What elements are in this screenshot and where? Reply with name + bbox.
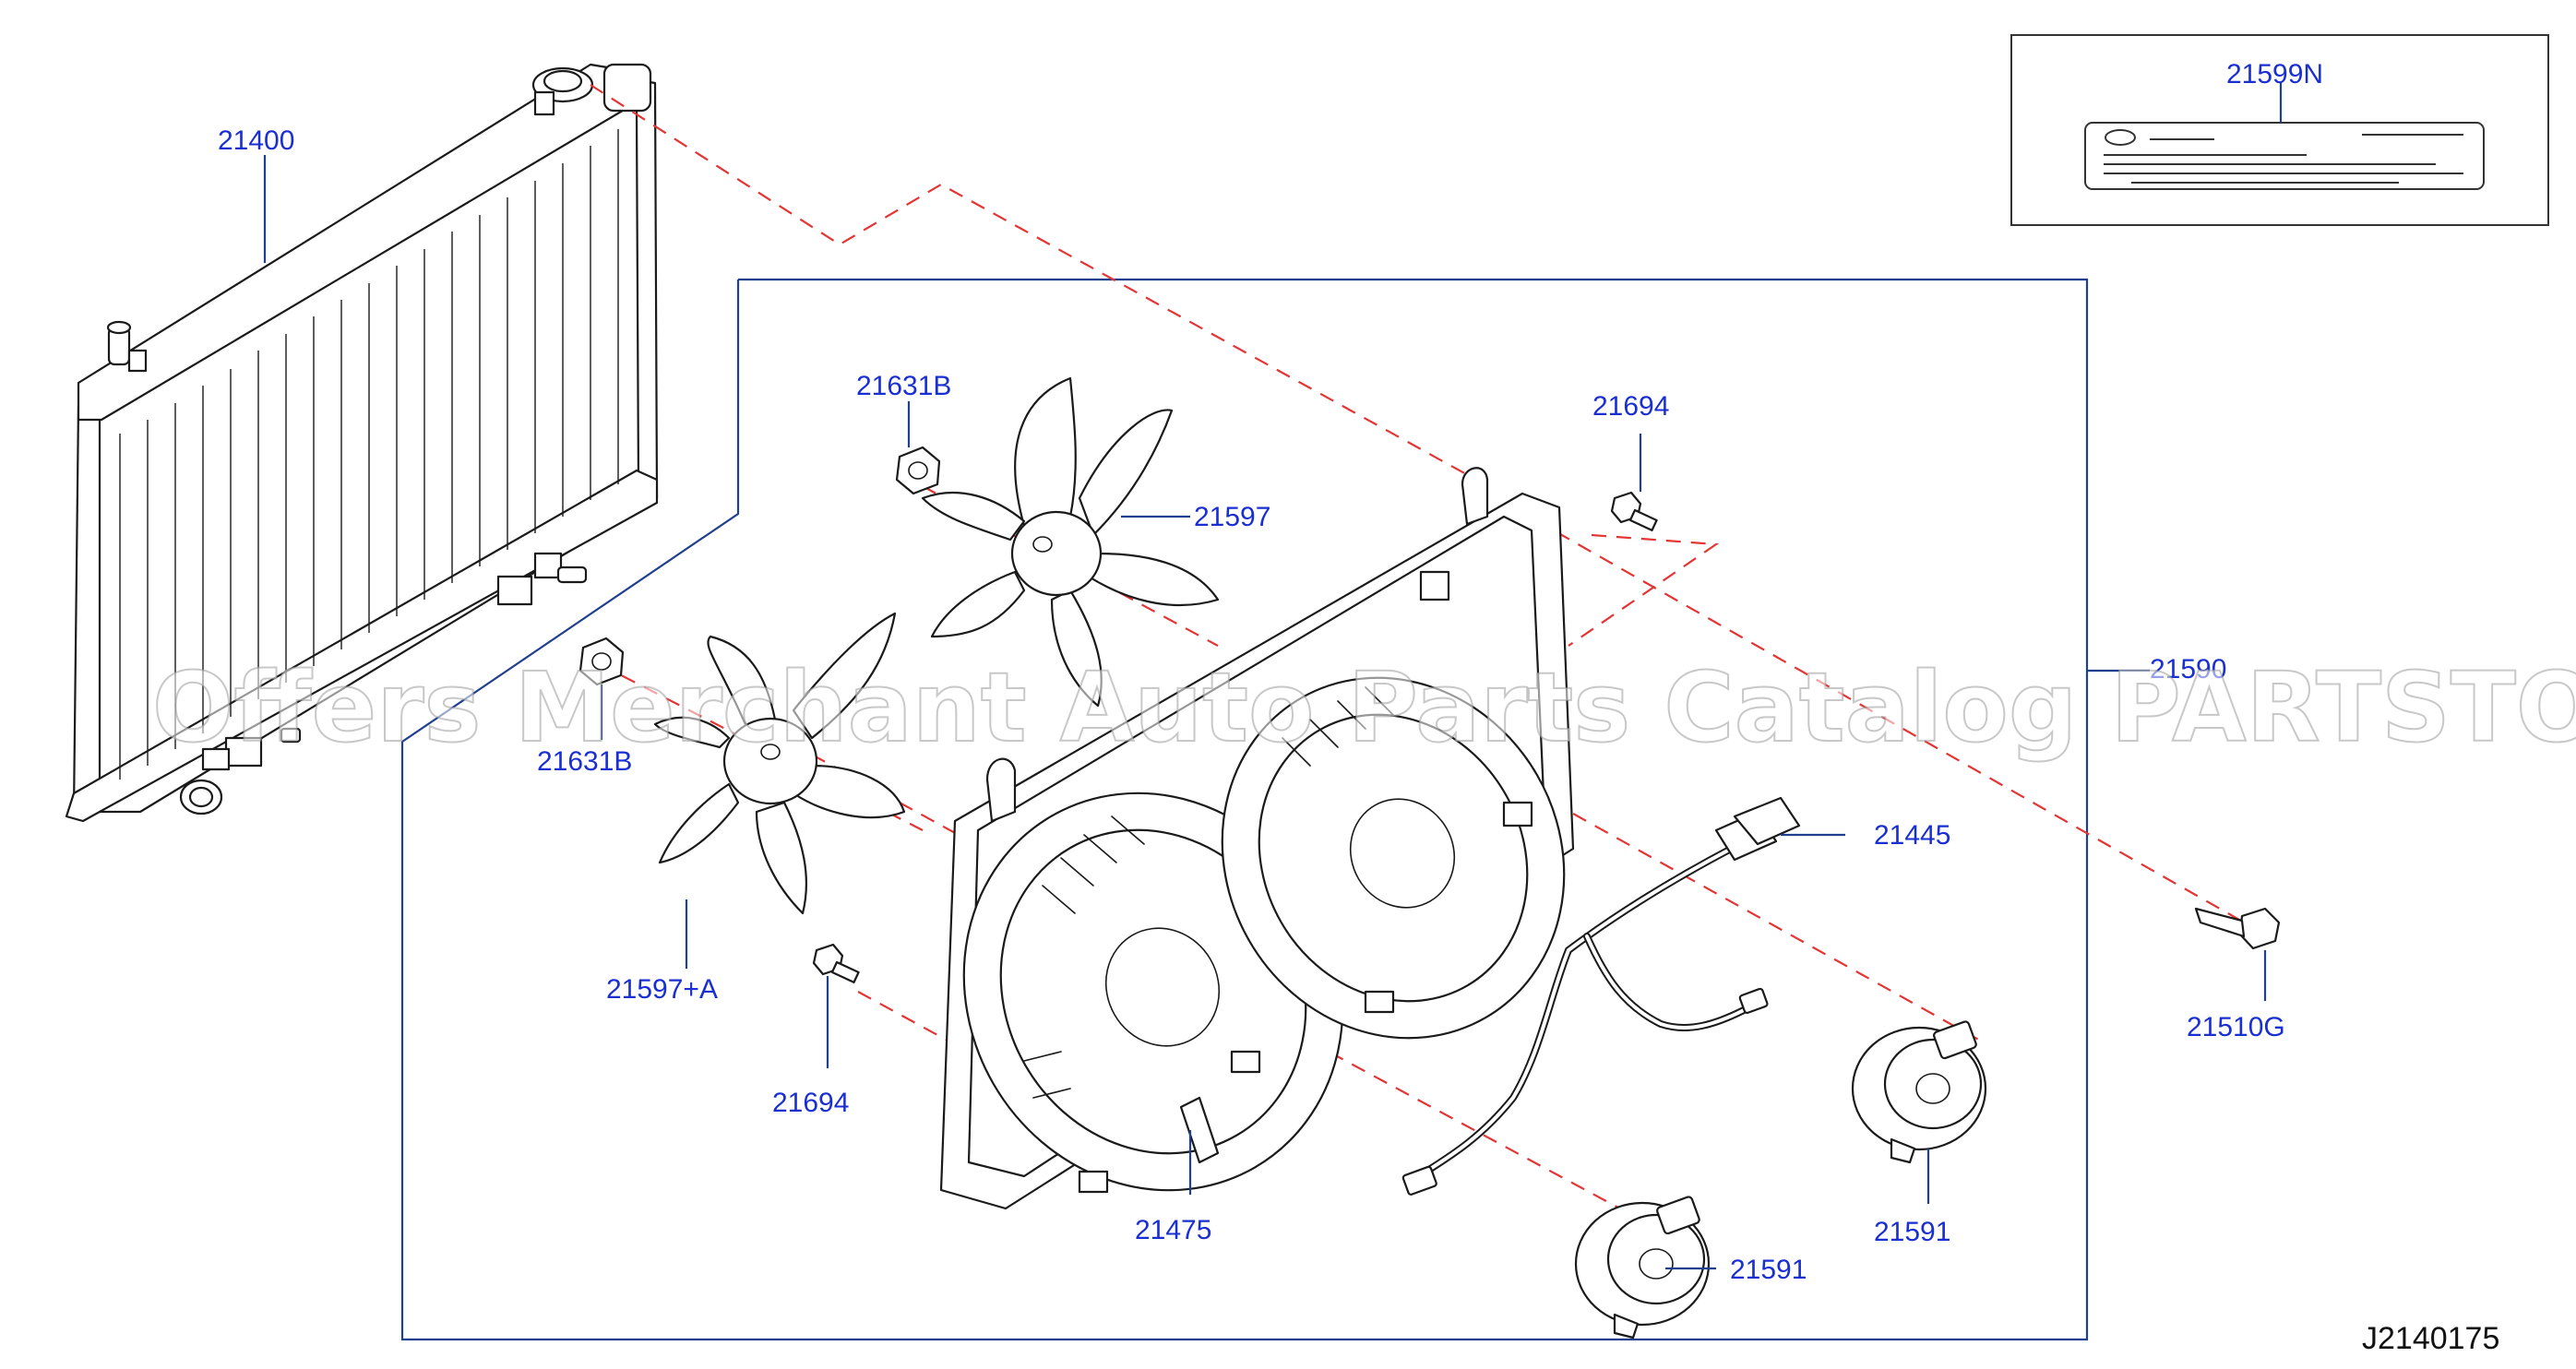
callout-21694-upper: 21694 <box>1592 391 1669 422</box>
fan-blade-upper <box>921 376 1220 708</box>
watermark: Offers Merchant Auto Parts Catalog PARTS… <box>152 651 2576 764</box>
nut-upper <box>895 446 941 495</box>
callout-21597a-lower: 21597+A <box>606 974 718 1005</box>
diagram-code: J2140175 <box>2362 1321 2499 1356</box>
callout-21475: 21475 <box>1135 1215 1211 1245</box>
callout-21631b-upper: 21631B <box>856 371 951 401</box>
leader-lines <box>263 82 2283 1270</box>
fan-motor-bottom <box>1574 1196 1711 1339</box>
caution-label-box <box>2010 34 2549 226</box>
wire-harness <box>1401 796 1801 1196</box>
callout-21694-lower: 21694 <box>772 1088 849 1118</box>
bolt-upper <box>1610 491 1658 531</box>
callout-21400: 21400 <box>218 125 294 156</box>
callout-21510g: 21510G <box>2187 1012 2285 1042</box>
fan-shroud <box>939 467 1575 1210</box>
callout-labels: 21400 21599N 21631B 21597 21694 21631B 2… <box>218 59 2323 1285</box>
callout-21631b-lower: 21631B <box>537 746 632 777</box>
assembly-frame <box>400 278 2089 1341</box>
callout-21445: 21445 <box>1874 820 1950 851</box>
nut-lower <box>578 637 625 686</box>
callout-21591-right: 21591 <box>1874 1217 1950 1247</box>
callout-21590: 21590 <box>2150 654 2226 684</box>
callout-21591-bottom: 21591 <box>1730 1255 1807 1285</box>
callout-21597-upper: 21597 <box>1194 502 1270 532</box>
callout-21599n: 21599N <box>2226 59 2323 89</box>
fan-blade-lower <box>653 612 906 915</box>
screw <box>2194 907 2281 950</box>
bolt-lower <box>812 943 860 983</box>
radiator <box>65 63 659 823</box>
fan-motor-right <box>1851 1020 1987 1164</box>
